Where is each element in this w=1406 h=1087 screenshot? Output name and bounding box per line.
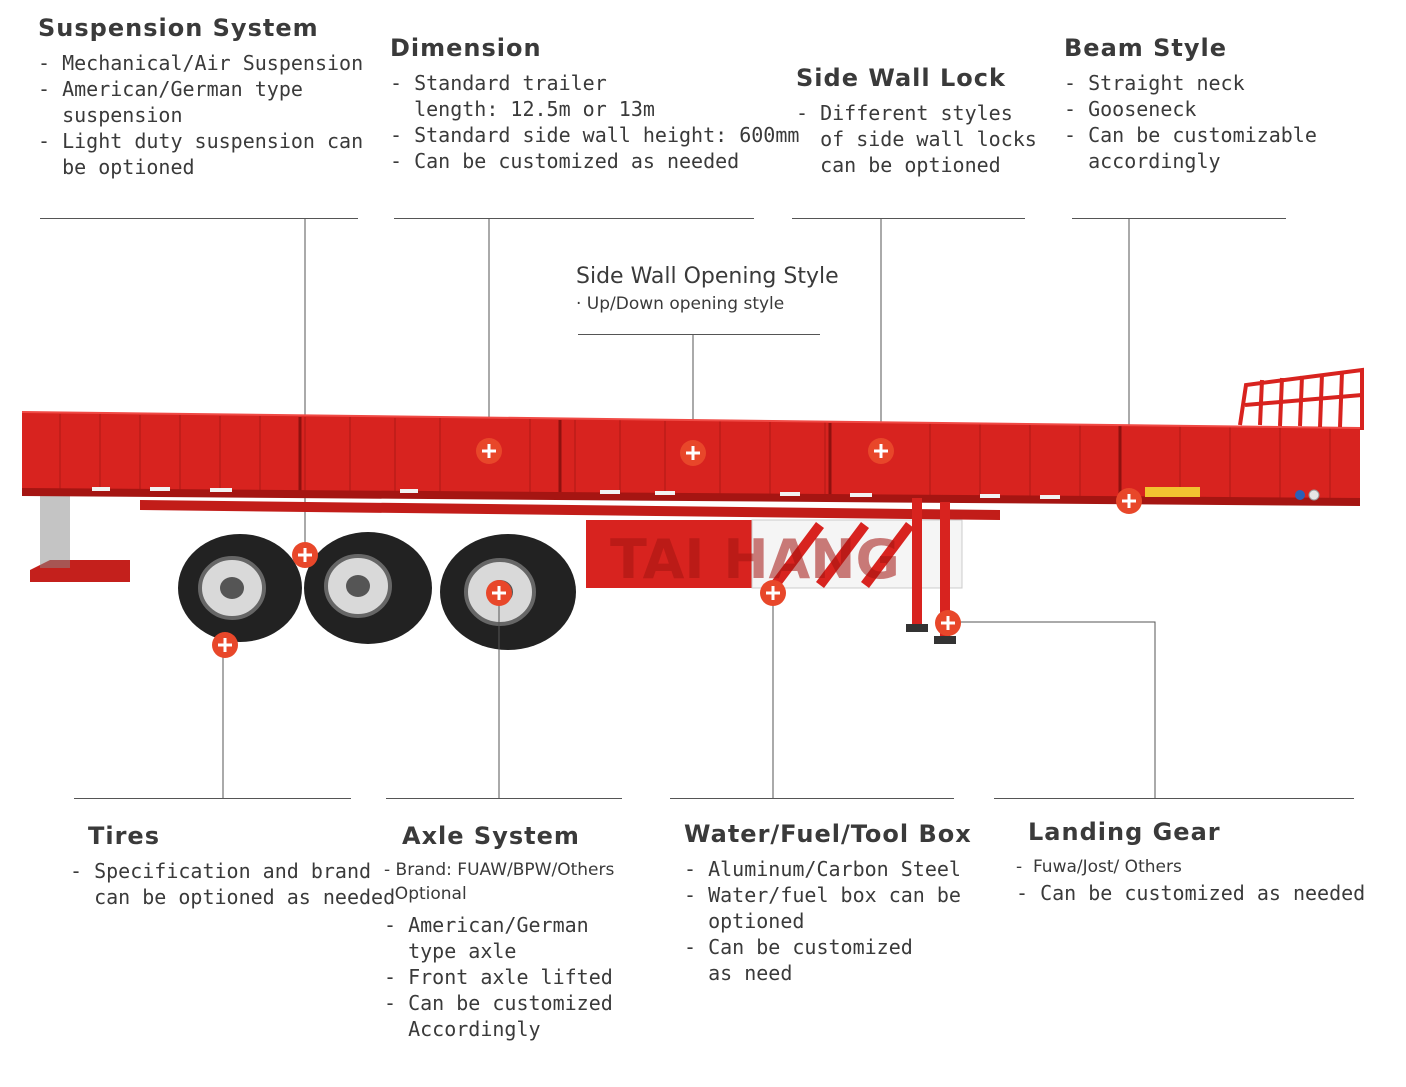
list-item: - Can be customized [384,991,613,1015]
list-item: Optional [384,884,467,904]
feature-list: - Different styles of side wall locks ca… [796,100,1037,178]
feature-list: - Aluminum/Carbon Steel - Water/fuel box… [684,856,972,986]
suspension-section: Suspension System - Mechanical/Air Suspe… [38,14,363,180]
list-item: optioned [684,909,805,933]
list-item: - American/German type [38,77,303,101]
beam-style-section: Beam Style - Straight neck - Gooseneck -… [1064,34,1317,174]
section-title: Tires [88,822,160,850]
plus-icon[interactable] [212,632,238,658]
plus-icon[interactable] [486,580,512,606]
list-item: - Can be customized [684,935,913,959]
divider [670,798,954,799]
section-title: Dimension [390,34,542,62]
list-item: - Light duty suspension can [38,129,364,153]
landing-gear-leg [912,498,922,630]
feature-list: - Brand: FUAW/BPW/Others Optional - Amer… [384,858,614,1042]
leader-line [948,621,1156,798]
list-item: as need [684,961,793,985]
divider [1072,218,1286,219]
plus-icon[interactable] [1116,488,1142,514]
toolbox-section: Water/Fuel/Tool Box - Aluminum/Carbon St… [684,820,972,986]
list-item: type axle [384,939,517,963]
plus-icon[interactable] [760,580,786,606]
list-item: - Can be customizable [1064,123,1317,147]
list-item: - American/German [384,913,589,937]
plus-icon[interactable] [935,610,961,636]
watermark: TAI HANG [610,528,900,591]
warning-label [1145,487,1200,497]
headboard-rack [1238,367,1364,430]
list-item: - Aluminum/Carbon Steel [684,857,961,881]
list-item: can be optioned [796,153,1001,177]
wheels [178,532,576,650]
list-item: - Mechanical/Air Suspension [38,51,364,75]
divider [578,334,820,335]
list-item: Accordingly [384,1017,541,1041]
list-item: length: 12.5m or 13m [390,97,655,121]
section-title: Side Wall Opening Style [576,264,839,289]
list-item: - Standard trailer [390,71,607,95]
side-wall-opening-section: Side Wall Opening Style · Up/Down openin… [576,264,839,317]
feature-list: - Specification and brand can be optione… [70,858,395,910]
list-item: be optioned [38,155,195,179]
list-item: - Gooseneck [1064,97,1197,121]
list-item: can be optioned as needed [70,885,396,909]
feature-list: - Mechanical/Air Suspension - American/G… [38,50,363,180]
section-title: Water/Fuel/Tool Box [684,820,972,848]
list-item: - Brand: FUAW/BPW/Others [384,860,615,880]
feature-list: - Fuwa/Jost/ Others - Can be customized … [1016,854,1365,906]
list-item: of side wall locks [796,127,1037,151]
section-title: Landing Gear [1028,818,1221,846]
hotspot-markers [212,438,1142,658]
list-item: - Fuwa/Jost/ Others [1016,857,1182,877]
list-item: - Can be customized as needed [390,149,740,173]
divider [994,798,1354,799]
feature-list: · Up/Down opening style [576,291,839,317]
list-item: - Can be customized as needed [1016,881,1366,905]
list-item: - Water/fuel box can be [684,883,961,907]
divider [74,798,351,799]
landing-gear-section: Landing Gear - Fuwa/Jost/ Others - Can b… [1016,818,1365,906]
list-item: - Front axle lifted [384,965,613,989]
plus-icon[interactable] [868,438,894,464]
divider [394,218,754,219]
plus-icon[interactable] [292,542,318,568]
list-item: - Different styles [796,101,1013,125]
axle-section: Axle System - Brand: FUAW/BPW/Others Opt… [384,822,614,1042]
plus-icon[interactable] [476,438,502,464]
list-item: - Straight neck [1064,71,1245,95]
list-item: - Specification and brand [70,859,372,883]
section-title: Axle System [402,822,580,850]
feature-list: - Straight neck - Gooseneck - Can be cus… [1064,70,1317,174]
landing-gear-leg [940,502,950,642]
plus-icon[interactable] [680,440,706,466]
wheel [304,532,432,644]
wheel [178,534,302,642]
divider [792,218,1025,219]
list-item: - Standard side wall height: 600mm [390,123,800,147]
list-item: suspension [38,103,183,127]
divider [40,218,358,219]
tires-section: Tires - Specification and brand can be o… [70,822,395,910]
section-title: Beam Style [1064,34,1228,62]
toolbox [586,520,766,588]
feature-list: - Standard trailer length: 12.5m or 13m … [390,70,799,174]
list-item: accordingly [1064,149,1221,173]
rear-mudflap [40,488,70,568]
divider [386,798,622,799]
section-title: Suspension System [38,14,319,42]
side-wall-lock-section: Side Wall Lock - Different styles of sid… [796,64,1037,178]
list-item: · Up/Down opening style [576,294,785,314]
section-title: Side Wall Lock [796,64,1006,92]
dimension-section: Dimension - Standard trailer length: 12.… [390,34,799,174]
